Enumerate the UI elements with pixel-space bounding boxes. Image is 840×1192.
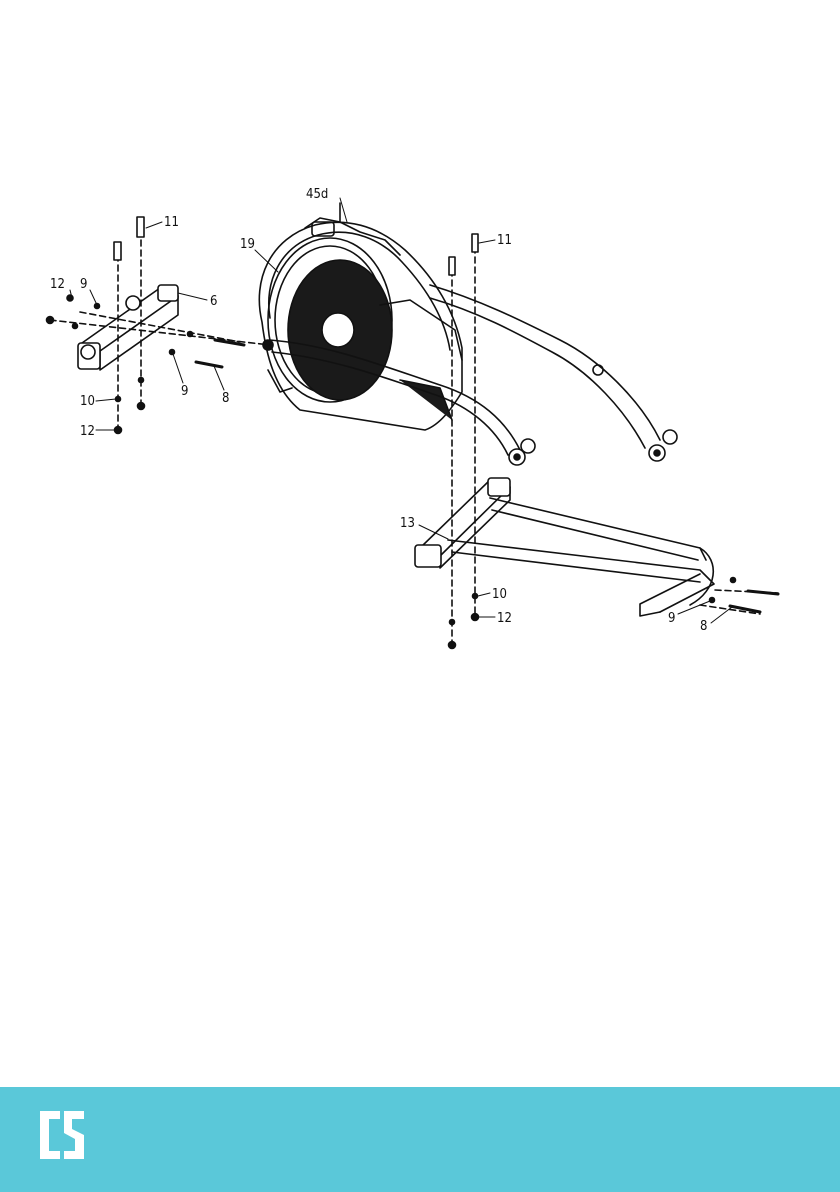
part-label-9-left-bottom: 9 — [181, 384, 188, 399]
part-label-8-right: 8 — [700, 619, 707, 634]
part-label-45d: 45d — [306, 187, 328, 202]
part-label-19: 19 — [240, 237, 255, 252]
flywheel-housing — [259, 203, 462, 430]
part-number-labels: 45d 19 11 11 12 9 6 9 8 10 12 13 10 12 9… — [50, 187, 707, 634]
part-label-9-right: 9 — [668, 611, 675, 626]
part-label-9-left-top: 9 — [80, 277, 87, 292]
part-label-12-left-bottom: 12 — [80, 424, 95, 439]
part-label-11-right: 11 — [497, 233, 512, 248]
exploded-assembly-diagram: 45d 19 11 11 12 9 6 9 8 10 12 13 10 12 9… — [0, 0, 840, 1090]
part-label-10-left: 10 — [80, 394, 95, 409]
part-label-8-left: 8 — [222, 391, 229, 406]
part-label-12-right: 12 — [497, 611, 512, 626]
part-label-13: 13 — [400, 516, 415, 531]
part-label-6: 6 — [210, 294, 217, 309]
assembly-hardware — [47, 217, 779, 650]
brand-footer-bar — [0, 1087, 840, 1192]
part-label-11-left: 11 — [164, 215, 179, 230]
rear-stabilizer-frame — [415, 478, 714, 616]
part-label-12-left-top: 12 — [50, 277, 65, 292]
part-label-10-right: 10 — [492, 587, 507, 602]
cs-brand-logo-icon — [38, 1105, 98, 1165]
